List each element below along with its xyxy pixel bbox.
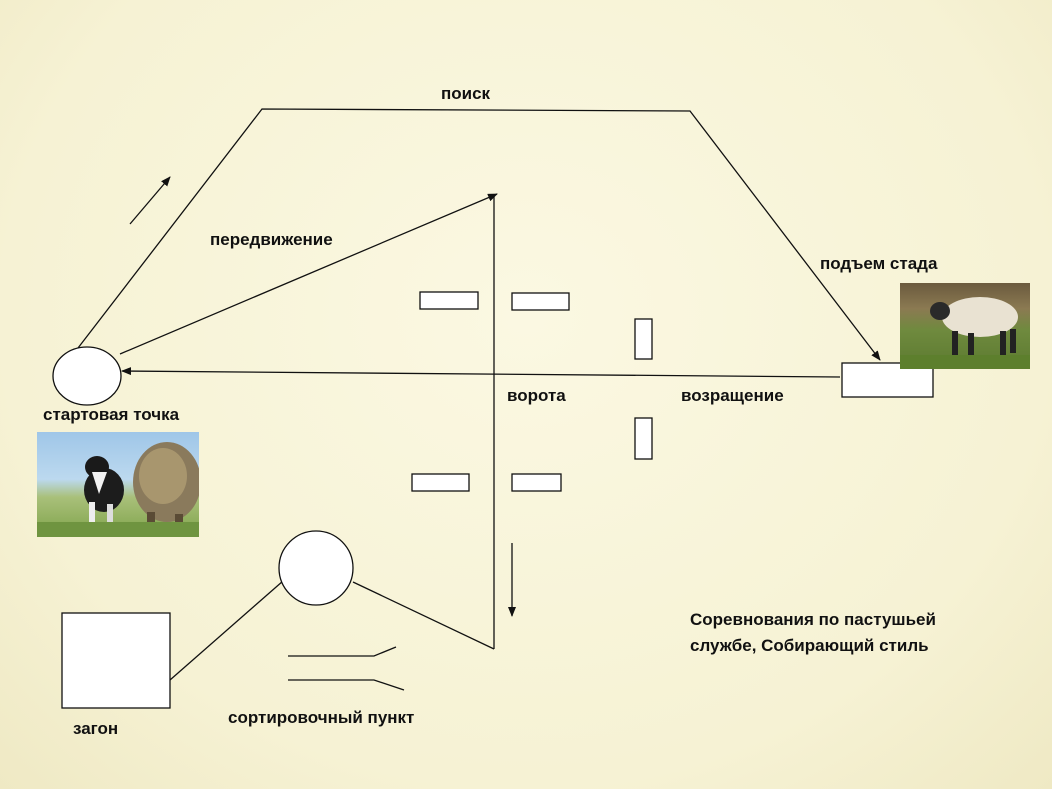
movement-label: передвижение bbox=[210, 230, 333, 249]
shedding-circle bbox=[278, 530, 354, 606]
dog-and-sheep-photo bbox=[37, 432, 199, 537]
pen-label: загон bbox=[73, 719, 119, 738]
return-line bbox=[121, 367, 841, 378]
gate-panel-4 bbox=[634, 417, 653, 460]
gate-panel-2 bbox=[511, 292, 570, 311]
direction-arrow bbox=[129, 176, 171, 225]
caption-line-1: Соревнования по пастушьей bbox=[690, 610, 936, 629]
lift-post bbox=[841, 362, 934, 398]
pen-square bbox=[61, 612, 171, 709]
shedding-point-label: сортировочный пункт bbox=[228, 708, 415, 727]
gate-panel-5 bbox=[411, 473, 470, 492]
pen-link-line bbox=[169, 580, 284, 681]
return-label: возращение bbox=[681, 386, 784, 405]
gate-panel-1 bbox=[419, 291, 479, 310]
gate-panel-3 bbox=[634, 318, 653, 360]
sheep-photo bbox=[900, 283, 1030, 369]
lift-label: подъем стада bbox=[820, 254, 938, 273]
movement-line bbox=[119, 193, 498, 355]
shed-link-line bbox=[352, 581, 495, 650]
caption-line-2: службе, Собирающий стиль bbox=[690, 636, 929, 655]
search-label: поиск bbox=[441, 84, 491, 103]
shedding-line-bottom bbox=[288, 679, 405, 691]
search-path bbox=[77, 108, 881, 361]
start-point-label: стартовая точка bbox=[43, 405, 180, 424]
shedding-line-top bbox=[288, 646, 397, 657]
gate-panel-6 bbox=[511, 473, 562, 492]
gates-label: ворота bbox=[507, 386, 566, 405]
start-point-circle bbox=[52, 346, 122, 406]
